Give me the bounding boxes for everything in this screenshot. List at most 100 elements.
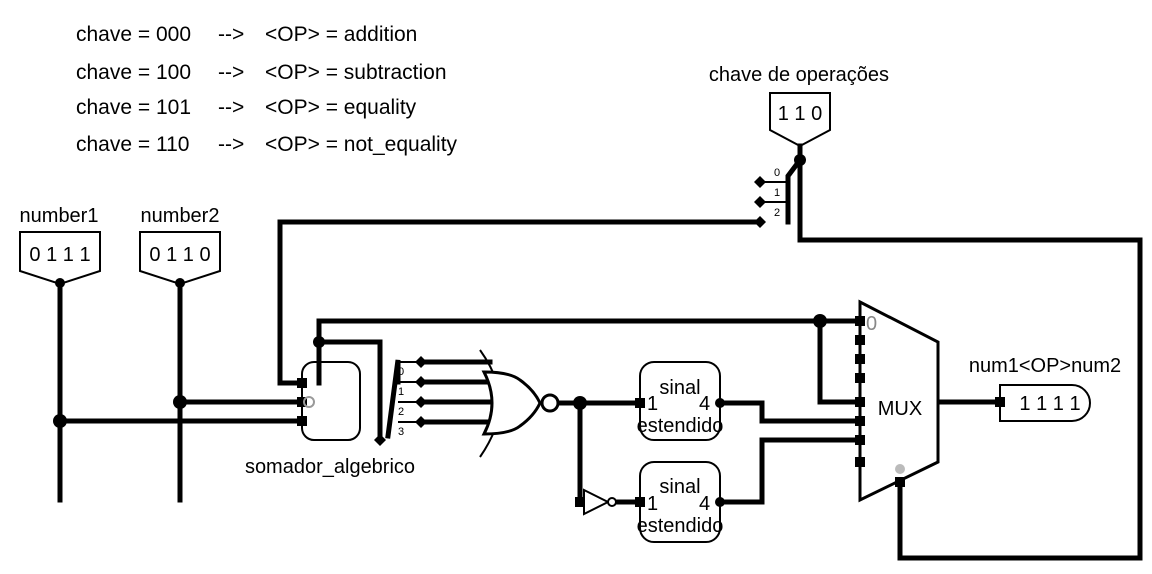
legend-op: <OP> = not_equality (265, 133, 458, 156)
wire-chave-to-mux-select (797, 143, 1143, 561)
wire-ext2-to-mux (717, 437, 863, 505)
wire-ext1-to-mux (717, 400, 863, 424)
output-pin[interactable]: num1<OP>num2 1 1 1 1 (969, 355, 1121, 422)
splitter-bit-label: 2 (398, 406, 404, 418)
splitter-bit-label: 0 (774, 167, 780, 179)
legend-arrow: --> (218, 133, 244, 156)
mux-port (855, 354, 865, 364)
ext2-in-port (635, 497, 645, 507)
wires (57, 143, 1143, 561)
adder-port (297, 397, 307, 407)
legend-arrow: --> (218, 61, 244, 84)
mux-port (855, 397, 865, 407)
output-label: num1<OP>num2 (969, 355, 1121, 377)
wire-splitter-to-nor (419, 359, 499, 425)
junction-dot (313, 336, 325, 348)
chave-pin-box[interactable] (769, 92, 831, 148)
ext2-in-label: 1 (647, 493, 658, 515)
not-gate[interactable] (575, 488, 617, 516)
legend-op: <OP> = subtraction (265, 61, 447, 84)
splitter-pin (415, 376, 427, 388)
chave-label: chave de operações (709, 64, 889, 86)
sign-extender-1[interactable]: sinal 1 4 estendido (635, 361, 725, 441)
not-body[interactable] (583, 488, 611, 516)
splitter-pin (415, 356, 427, 368)
junctions (53, 154, 827, 428)
nor-bubble (540, 393, 560, 413)
adder-port (297, 378, 307, 388)
adder-port (297, 416, 307, 426)
legend-chave: chave = 000 (76, 23, 191, 46)
legend-chave: chave = 100 (76, 61, 191, 84)
splitter-pin (415, 396, 427, 408)
ext1-in-port (635, 398, 645, 408)
chave-splitter: 0 1 2 (754, 167, 780, 228)
wire-splitter-bits (398, 361, 488, 423)
number1-input[interactable]: number1 0 1 1 1 (19, 205, 101, 286)
splitter-pin (415, 416, 427, 428)
adder-component[interactable]: somador_algebrico (245, 361, 415, 478)
ext2-subtitle: estendido (637, 515, 724, 537)
number2-input[interactable]: number2 0 1 1 0 (139, 205, 221, 286)
mux-port (855, 316, 865, 326)
junction-dot (573, 396, 587, 410)
splitter-bit-label: 1 (398, 386, 404, 398)
output-port (995, 397, 1005, 407)
number2-pin-box[interactable] (139, 231, 221, 286)
mux-body[interactable] (858, 299, 940, 503)
junction-dot (813, 314, 827, 328)
not-bubble (607, 497, 617, 507)
output-value: 1 1 1 1 (1019, 393, 1080, 415)
legend-arrow: --> (218, 23, 244, 46)
splitter-pin (374, 434, 386, 446)
wire-sum-to-splitter (316, 339, 383, 443)
legend-chave: chave = 101 (76, 96, 191, 119)
nor-gate[interactable] (479, 349, 560, 458)
mux-port (855, 335, 865, 345)
chave-input[interactable]: chave de operações 1 1 0 (709, 64, 889, 148)
not-input-port (575, 497, 585, 507)
wire-sum-to-mux (817, 318, 863, 405)
mux-enable-marker (895, 464, 905, 474)
ext1-out-port (715, 398, 725, 408)
adder-carry-marker (303, 396, 315, 408)
splitter-pin (754, 196, 766, 208)
legend-op: <OP> = addition (265, 23, 417, 46)
chave-value[interactable]: 1 1 0 (778, 103, 822, 125)
mux-label: MUX (878, 398, 922, 420)
wire-chave-bit2-to-adder (277, 219, 763, 386)
splitter-bit-label: 0 (398, 366, 404, 378)
junction-dot (794, 154, 806, 166)
ext1-in-label: 1 (647, 393, 658, 415)
mux-port (855, 457, 865, 467)
splitter-pin (754, 216, 766, 228)
junction-dot (173, 395, 187, 409)
output-pin-box[interactable] (999, 384, 1091, 422)
splitter-pin (754, 176, 766, 188)
wire-nor-to-not (577, 400, 587, 505)
mux-port (855, 416, 865, 426)
legend-chave: chave = 110 (76, 133, 189, 156)
mux-port (855, 373, 865, 383)
ext2-out-port (715, 497, 725, 507)
legend-op: <OP> = equality (265, 96, 417, 119)
splitter-bit-label: 3 (398, 426, 404, 438)
mux-component[interactable]: 0 MUX (855, 299, 940, 503)
ext1-title: sinal (659, 377, 700, 399)
mux-port0-label: 0 (866, 313, 877, 335)
junction-dot (53, 414, 67, 428)
adder-label: somador_algebrico (245, 456, 415, 478)
number2-value[interactable]: 0 1 1 0 (149, 244, 210, 266)
nor-body[interactable] (481, 370, 542, 436)
ext2-out-label: 4 (699, 493, 710, 515)
legend-arrow: --> (218, 96, 244, 119)
number1-value[interactable]: 0 1 1 1 (29, 244, 90, 266)
splitter-bit-label: 2 (774, 207, 780, 219)
splitter-bit-label: 1 (774, 187, 780, 199)
adder-body[interactable] (301, 361, 361, 441)
sign-extender-2[interactable]: sinal 1 4 estendido (635, 461, 725, 543)
legend: chave = 000 --> <OP> = addition chave = … (76, 23, 458, 156)
number1-pin-box[interactable] (19, 231, 101, 286)
ext1-subtitle: estendido (637, 415, 724, 437)
